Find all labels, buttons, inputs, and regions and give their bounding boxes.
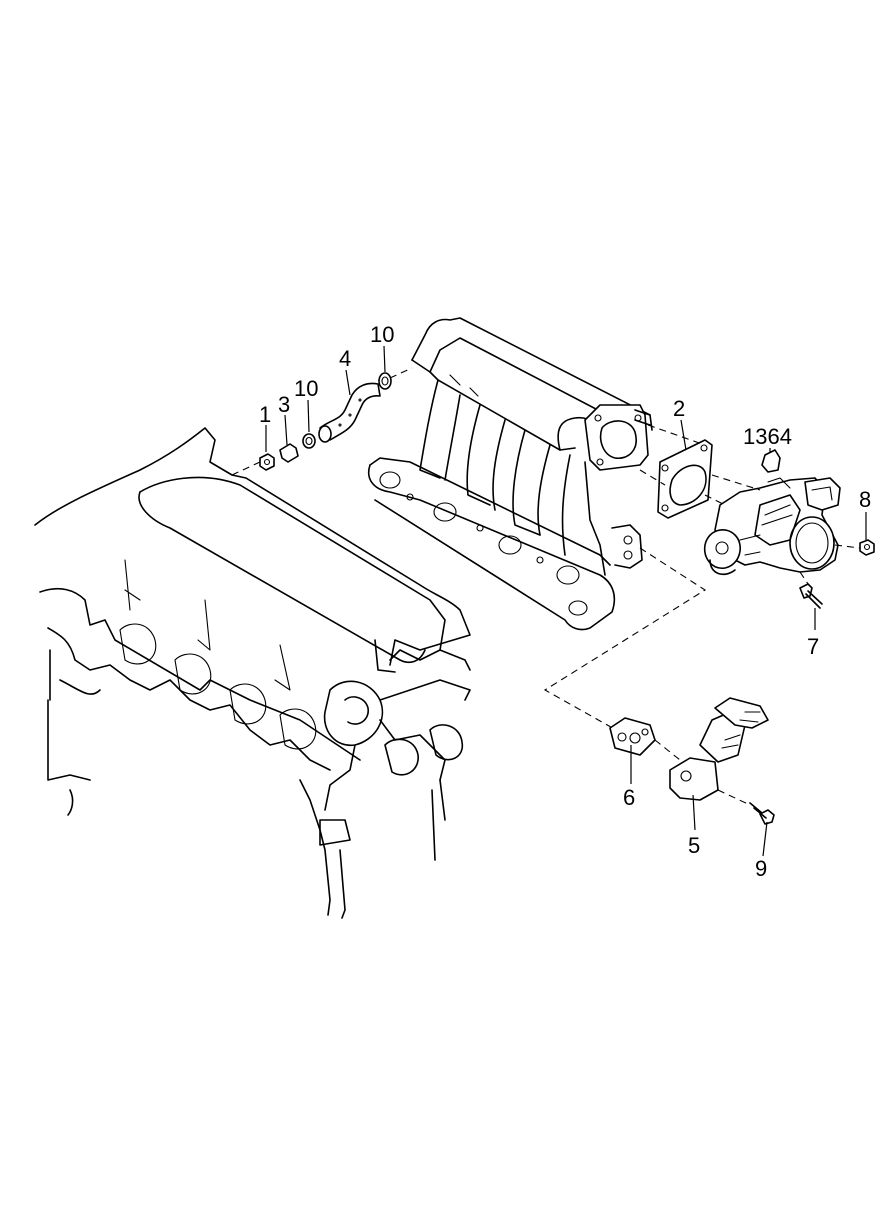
throttle-body [703,477,841,576]
clip-1364 [761,449,781,473]
nut-1 [259,453,275,471]
nipple-3 [279,443,299,463]
intake-manifold [368,317,653,631]
callout-4: 4 [339,346,351,371]
callout-6: 6 [623,785,635,810]
engine-block [34,427,471,919]
bolt-8 [859,539,875,556]
callout-5: 5 [688,833,700,858]
callout-1364: 1364 [743,424,792,449]
throttle-gasket [657,439,713,519]
callout-1: 1 [259,402,271,427]
vacuum-hose [318,382,381,443]
leader-10b [383,345,386,373]
callout-2: 2 [673,396,685,421]
egr-valve [669,697,769,801]
bolt-7 [799,583,823,609]
bolt-9 [749,802,775,825]
hose-clamp-10-right [378,372,392,390]
callout-3: 3 [278,392,290,417]
callout-10-left: 10 [294,376,318,401]
callout-7: 7 [807,634,819,659]
callout-8: 8 [859,487,871,512]
callout-10-right: 10 [370,322,394,347]
leader-9 [762,821,768,857]
leader-5 [692,794,696,831]
leader-10a [307,399,310,433]
egr-gasket [609,717,656,756]
leader-2 [680,419,687,451]
leader-3 [284,414,288,446]
hose-clamp-10-left [302,433,316,449]
leader-4 [345,369,351,396]
callout-9: 9 [755,856,767,881]
